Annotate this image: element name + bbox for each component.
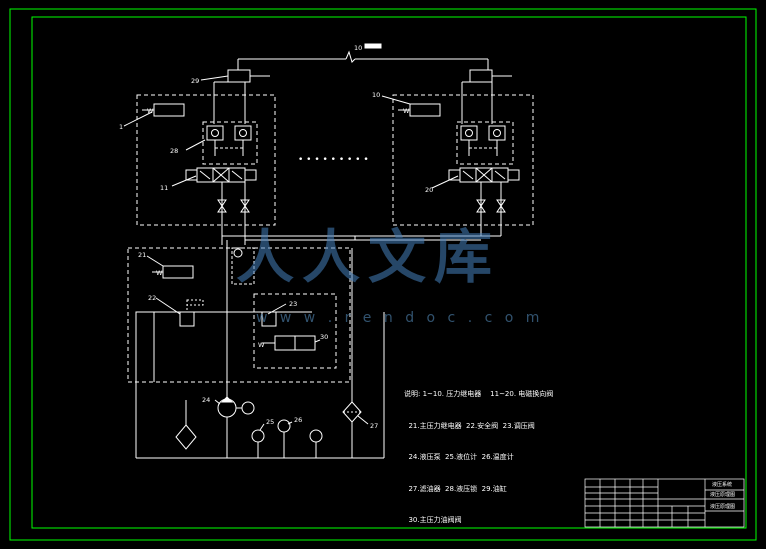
label-22: 22: [148, 294, 156, 302]
label-30: 30: [320, 333, 328, 341]
label-24: 24: [202, 396, 210, 404]
label-10-top: 10: [354, 44, 362, 52]
legend-line: 30.主压力油阀阀: [404, 516, 462, 524]
legend-line: 27.滤油器 28.液压锁 29.油缸: [404, 484, 507, 493]
label-26: 26: [294, 416, 302, 424]
label-11: 11: [160, 184, 168, 192]
label-21: 21: [138, 251, 146, 259]
title-block-sub: 液压原理图: [710, 491, 735, 498]
outer-frame: [9, 8, 757, 541]
title-block-drawing: 液压原理图: [710, 503, 735, 510]
label-25: 25: [266, 418, 274, 426]
dots-separator: • • • • • • • • •: [298, 155, 369, 165]
title-block-name: 液压系统: [712, 481, 732, 488]
label-10: 10: [372, 91, 380, 99]
label-23: 23: [289, 300, 297, 308]
label-27: 27: [370, 422, 378, 430]
valve-w-21: W: [156, 269, 163, 277]
valve-w-right-switch: W: [403, 107, 410, 115]
label-1: 1: [119, 123, 123, 131]
legend-line: 21.主压力继电器 22.安全阀 23.调压阀: [404, 421, 535, 430]
inner-frame: [31, 16, 747, 529]
legend-line: 说明: 1~10. 压力继电器 11~20. 电磁换向阀: [404, 390, 554, 398]
legend-line: 24.液压泵 25.液位计 26.温度计: [404, 453, 514, 461]
legend-notes: 说明: 1~10. 压力继电器 11~20. 电磁换向阀 21.主压力继电器 2…: [404, 368, 553, 536]
valve-w-30: W: [258, 341, 265, 349]
label-20: 20: [425, 186, 433, 194]
valve-w-left-switch: W: [147, 107, 154, 115]
label-29: 29: [191, 77, 199, 85]
label-28: 28: [170, 147, 178, 155]
watermark-chinese: 人人文库: [236, 223, 501, 291]
watermark-url: w w w . r e n d o c . c o m: [256, 310, 544, 326]
